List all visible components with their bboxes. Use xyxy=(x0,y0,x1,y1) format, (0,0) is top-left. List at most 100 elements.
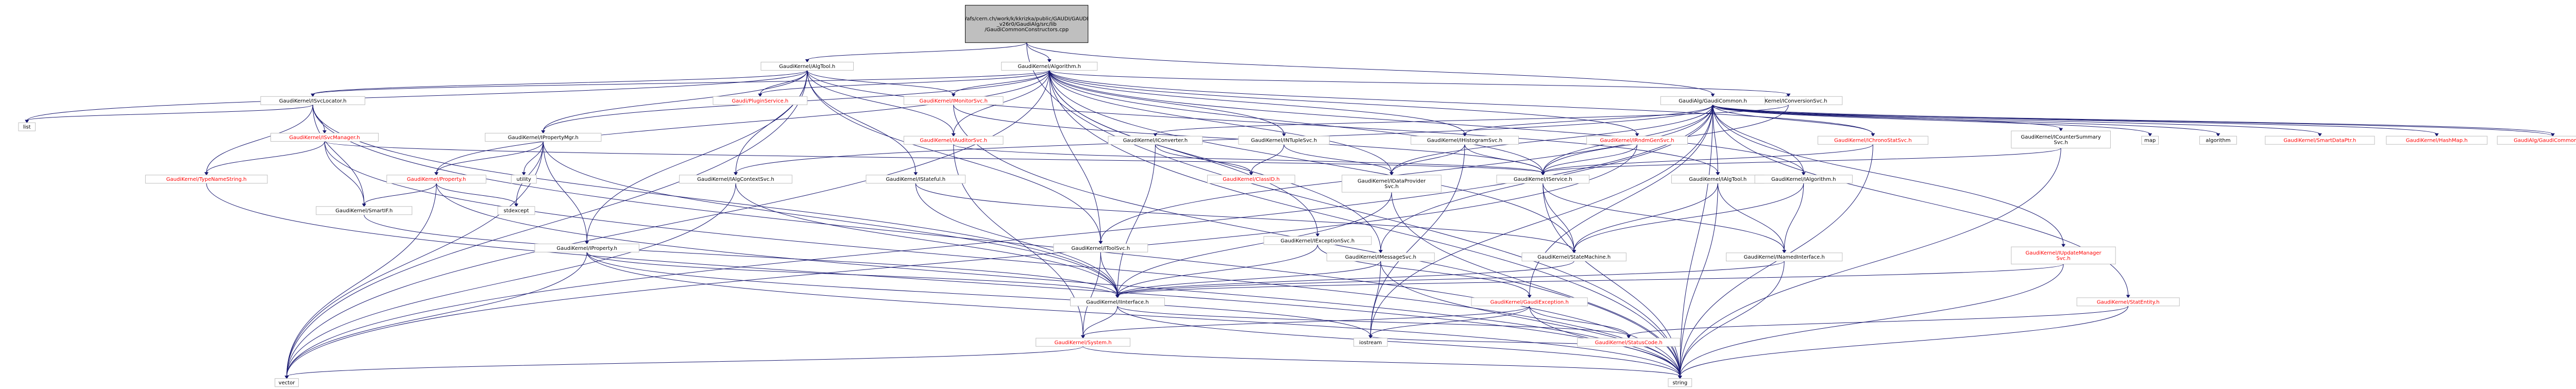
edge-AlgTool-to-IProperty xyxy=(586,70,808,242)
node-IMonitorSvc[interactable]: GaudiKernel/IMonitorSvc.h xyxy=(903,96,1004,105)
node-stdexcept[interactable]: stdexcept xyxy=(497,206,535,215)
edge-AlgTool-to-IToolSvc xyxy=(807,70,1101,242)
node-StatEntity[interactable]: GaudiKernel/StatEntity.h xyxy=(2076,297,2180,307)
node-algorithm[interactable]: algorithm xyxy=(2199,136,2237,145)
node-IAlgTool[interactable]: GaudiKernel/IAlgTool.h xyxy=(1671,175,1765,184)
node-Algorithm[interactable]: GaudiKernel/Algorithm.h xyxy=(1001,62,1098,71)
node-INTupleSvc-label: GaudiKernel/INTupleSvc.h xyxy=(1251,138,1317,144)
node-INamedInterface[interactable]: GaudiKernel/INamedInterface.h xyxy=(1726,252,1843,262)
node-IInterface-box xyxy=(1070,297,1165,307)
node-IToolSvc[interactable]: GaudiKernel/IToolSvc.h xyxy=(1053,243,1148,252)
node-HashMap[interactable]: GaudiKernel/HashMap.h xyxy=(2386,136,2488,145)
arrowhead-GaudiCommon-to-IAlgTool xyxy=(1716,172,1720,176)
edge-AlgTool-to-IAuditorSvc xyxy=(807,70,954,134)
edge-IAlgTool-to-INamedInterface xyxy=(1717,183,1785,251)
node-IPropertyMgr-label: GaudiKernel/IPropertyMgr.h xyxy=(508,135,579,141)
node-iostream[interactable]: iostream xyxy=(1353,337,1388,347)
arrowhead-Algorithm-to-SvcLocator xyxy=(311,93,315,97)
edge-IInterface-to-string xyxy=(1117,306,1681,377)
node-utility[interactable]: utility xyxy=(511,175,537,184)
node-list[interactable]: list xyxy=(18,122,36,131)
edge-AlgTool-to-SvcLocator xyxy=(312,70,808,95)
arrowhead-IPropertyMgr-to-Property xyxy=(434,172,438,176)
arrowhead-IConverter-to-ClassID xyxy=(1249,172,1253,176)
arrowhead-GaudiCommon-to-IUpdateManagerSvc xyxy=(2061,244,2065,248)
node-IChronoStatSvc-box xyxy=(1817,136,1928,145)
node-IToolSvc-label: GaudiKernel/IToolSvc.h xyxy=(1071,246,1130,251)
node-IMessageSvc[interactable]: GaudiKernel/IMessageSvc.h xyxy=(1326,252,1435,262)
arrowhead-GaudiCommon-to-IAlgorithm xyxy=(1801,172,1806,176)
node-IAlgorithm-box xyxy=(1754,175,1853,184)
node-ClassID[interactable]: GaudiKernel/ClassID.h xyxy=(1207,175,1295,184)
node-IAuditorSvc[interactable]: GaudiKernel/IAuditorSvc.h xyxy=(903,136,1004,145)
edge-INamedInterface-to-IInterface xyxy=(1117,261,1785,296)
node-TypeNameString[interactable]: GaudiKernel/TypeNameString.h xyxy=(145,175,268,184)
node-IHistogramSvc-box xyxy=(1411,136,1519,145)
node-map[interactable]: map xyxy=(2141,136,2159,145)
node-IConverter-box xyxy=(1108,136,1203,145)
node-AlgTool[interactable]: GaudiKernel/AlgTool.h xyxy=(760,62,854,71)
edge-GaudiCommon-to-iostream xyxy=(1370,105,1713,336)
arrowhead-Algorithm-to-INTupleSvc xyxy=(1282,133,1286,137)
node-System[interactable]: GaudiKernel/System.h xyxy=(1036,337,1130,347)
arrowhead-IPropertyMgr-to-utility xyxy=(521,172,526,176)
node-algorithm-box xyxy=(2199,136,2237,145)
node-IAlgContextSvc[interactable]: GaudiKernel/IAlgContextSvc.h xyxy=(679,175,792,184)
node-StatusEntity[interactable]: GaudiKernel/IStateful.h xyxy=(866,175,966,184)
edge-AlgTool-to-IPropertyMgr xyxy=(543,70,808,131)
node-GaudiCommon[interactable]: GaudiAlg/GaudiCommon.h xyxy=(1660,96,1766,105)
node-INTupleSvc[interactable]: GaudiKernel/INTupleSvc.h xyxy=(1238,136,1330,145)
node-GaudiException[interactable]: GaudiKernel/GaudiException.h xyxy=(1471,297,1588,307)
node-Property[interactable]: GaudiKernel/Property.h xyxy=(386,175,486,184)
node-IUpdateManagerSvc-label: GaudiKernel/IUpdateManager xyxy=(2025,250,2102,256)
edge-IMessageSvc-to-string xyxy=(1380,261,1681,377)
node-IService[interactable]: GaudiKernel/IService.h xyxy=(1496,175,1590,184)
edge-INTupleSvc-to-ClassID xyxy=(1250,144,1284,173)
node-vector[interactable]: vector xyxy=(275,378,299,387)
node-IMonitorSvc-box xyxy=(903,96,1004,105)
edge-AlgTool-to-list xyxy=(26,70,808,121)
edge-IService-to-INamedInterface xyxy=(1543,183,1785,251)
node-PluginService[interactable]: Gaudi/PluginService.h xyxy=(713,96,808,105)
edge-IPropertyMgr-to-vector xyxy=(286,141,544,377)
node-IProperty[interactable]: GaudiKernel/IProperty.h xyxy=(534,243,639,252)
node-IStateful[interactable]: GaudiKernel/StateMachine.h xyxy=(1521,252,1626,262)
node-IRndmGenSvc[interactable]: GaudiKernel/IRndmGenSvc.h xyxy=(1586,136,1688,145)
node-SmartIF[interactable]: GaudiKernel/SmartIF.h xyxy=(316,206,413,215)
edge-IAlgorithm-to-INamedInterface xyxy=(1784,183,1804,251)
node-ISvcManager-label: GaudiKernel/ISvcManager.h xyxy=(289,135,360,141)
node-string[interactable]: string xyxy=(1668,378,1692,387)
edge-IUpdateManagerSvc-to-IInterface xyxy=(1117,264,2064,296)
node-StatusCode-box xyxy=(1577,337,1681,347)
node-StatusCode[interactable]: GaudiKernel/StatusCode.h xyxy=(1577,337,1681,347)
node-GaudiCommonImp[interactable]: GaudiAlg/GaudiCommonImp.h xyxy=(2497,136,2576,145)
node-SvcLocator[interactable]: GaudiKernel/ISvcLocator.h xyxy=(260,96,365,105)
node-IPropertyMgr-box xyxy=(485,132,602,142)
edge-GaudiCommon-to-GaudiException xyxy=(1529,105,1713,296)
edge-GaudiCommon-to-IToolSvc xyxy=(1100,105,1713,242)
node-IExceptionSvc[interactable]: GaudiKernel/IExceptionSvc.h xyxy=(1263,236,1372,245)
node-TypeNameString-label: GaudiKernel/TypeNameString.h xyxy=(166,177,247,182)
node-SmartDataPtr[interactable]: GaudiKernel/SmartDataPtr.h xyxy=(2265,136,2375,145)
node-IMonitorSvc-label: GaudiKernel/IMonitorSvc.h xyxy=(920,98,988,104)
edge-IConversionSvc-to-IConverter xyxy=(1155,104,1789,134)
node-IAlgorithm[interactable]: GaudiKernel/IAlgorithm.h xyxy=(1754,175,1853,184)
node-utility-box xyxy=(511,175,537,184)
arrowhead-GaudiCommon-to-IDataProviderSvc xyxy=(1389,172,1394,176)
root-file-node: /afs/cern.ch/work/k/kkrizka/public/GAUDI… xyxy=(965,5,1088,43)
dependency-edges xyxy=(25,42,2555,379)
node-IChronoStatSvc[interactable]: GaudiKernel/IChronoStatSvc.h xyxy=(1817,136,1928,145)
node-TypeNameString-box xyxy=(145,175,268,184)
node-IHistogramSvc[interactable]: GaudiKernel/IHistogramSvc.h xyxy=(1411,136,1519,145)
node-IPropertyMgr[interactable]: GaudiKernel/IPropertyMgr.h xyxy=(485,132,602,142)
edge-IAuditorSvc-to-System xyxy=(953,144,1083,336)
node-IProperty-label: GaudiKernel/IProperty.h xyxy=(556,246,617,251)
node-IConverter[interactable]: GaudiKernel/IConverter.h xyxy=(1108,136,1203,145)
node-IInterface[interactable]: GaudiKernel/IInterface.h xyxy=(1070,297,1165,307)
node-ISvcManager[interactable]: GaudiKernel/ISvcManager.h xyxy=(270,132,379,142)
edge-IStateful-to-IInterface xyxy=(1117,261,1574,296)
arrowhead-IConversionSvc-to-IConverter xyxy=(1153,133,1158,137)
